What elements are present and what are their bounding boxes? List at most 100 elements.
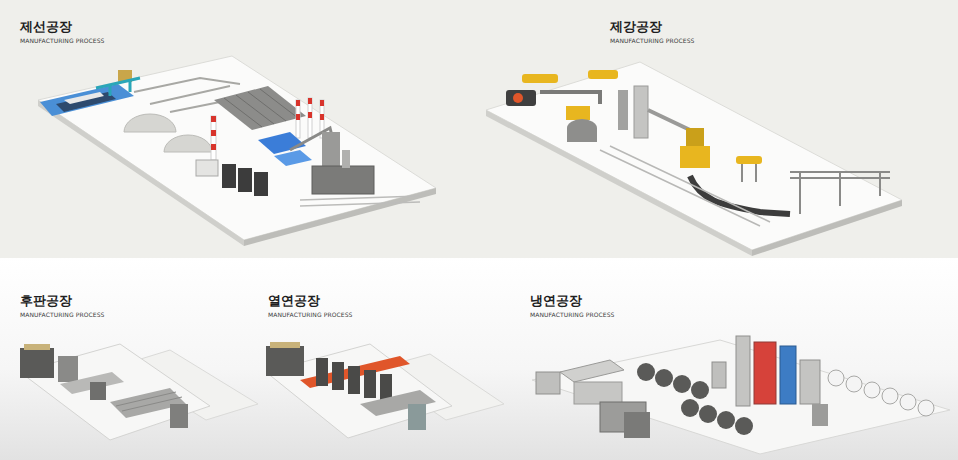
storage-dome [124,114,176,132]
ship-hull [56,92,116,112]
coil [918,400,934,416]
plant-subtitle: MANUFACTURING PROCESS [610,37,958,44]
plant-title: 제선공장 [20,19,72,35]
plant-base [20,344,210,440]
pickling-line [560,360,624,382]
pipe [540,92,600,104]
stove [342,150,350,168]
plant-title: 냉연공장 [530,293,582,309]
exit-tower [800,360,820,404]
process-panel: 제강공장MANUFACTURING PROCESS [590,0,958,60]
mill-stand [90,382,106,400]
recoiler [812,404,828,426]
unloader [96,78,140,96]
plant-base [38,56,436,240]
chimney-band [211,130,216,136]
stockyard-roof [214,86,306,130]
plant-subtitle: MANUFACTURING PROCESS [20,311,258,318]
chimney-band [320,100,324,106]
hot-strip-mill [266,342,504,438]
furnace-tower [754,342,776,404]
chimney-band [308,112,312,118]
coke-oven [238,168,252,192]
building [196,160,218,176]
process-panel: 후판공장 MANUFACTURING PROCESS [0,274,258,334]
chimney-band [296,100,300,106]
coil [828,370,844,386]
plant-base-side [38,100,244,246]
furnace-roof [24,344,50,350]
steelmaking-plant [486,62,902,256]
machine [686,128,704,146]
plant-title: 후판공장 [20,293,72,309]
coil [655,369,673,387]
rail [300,196,420,206]
coil [717,411,735,429]
chimney-band [308,98,312,104]
roof-rib [224,89,298,127]
plant-base [266,344,452,438]
mill-stand [332,362,344,390]
machine [566,106,590,120]
white-coils [828,370,934,416]
machine [680,146,710,168]
uncoiler [536,372,560,394]
blast-furnace [322,132,340,168]
coil [864,382,880,398]
cold-rolling-mill [532,336,950,454]
coil [681,399,699,417]
coil [691,381,709,399]
reheating-furnace [20,348,54,378]
coke-oven [254,172,268,196]
ship-deck [64,92,104,104]
plant-subtitle: MANUFACTURING PROCESS [20,37,488,44]
sinter-plant [274,150,312,166]
process-panel: 제선공장 MANUFACTURING PROCESS [0,0,488,60]
tower [634,86,648,138]
mill-stand [316,358,328,386]
plant-subtitle: MANUFACTURING PROCESS [530,311,958,318]
plant-base-side [752,200,902,256]
coke-oven [222,164,236,188]
crane-leg [742,164,756,182]
coil [699,405,717,423]
ladle-crane [588,70,618,79]
furnace-base [312,166,374,194]
cold-mill [624,412,650,438]
pickling-tank [574,382,622,404]
plate-mill [20,344,258,440]
process-panel: 열연공장MANUFACTURING PROCESS [248,274,516,334]
coil [846,376,862,392]
crane [736,156,762,164]
chimney-shaft [308,98,312,138]
mill-stand [348,366,360,394]
torpedo-car [506,90,536,106]
bottom-ground [0,258,958,460]
shear [170,404,188,428]
tower [618,90,628,130]
entry-section [712,362,726,388]
coil [673,375,691,393]
process-panel: 냉연공장 MANUFACTURING PROCESS [510,274,958,334]
chimney-band [211,144,216,150]
chimney-band [211,116,216,122]
chimney-band [296,114,300,120]
coiler [408,404,426,430]
top-ground [0,0,958,258]
pipe [648,110,690,152]
chimney-shaft [296,100,300,138]
mill-stand [364,370,376,398]
ironmaking-plant [38,56,436,246]
converter [567,128,597,142]
furnace-roof [270,342,300,348]
frame [790,172,890,214]
rail [600,146,770,226]
coil [735,417,753,435]
annealing-tower [736,336,750,406]
plant-base-side [486,110,752,256]
ladle-crane [522,74,558,83]
plant-subtitle: MANUFACTURING PROCESS [268,311,516,318]
